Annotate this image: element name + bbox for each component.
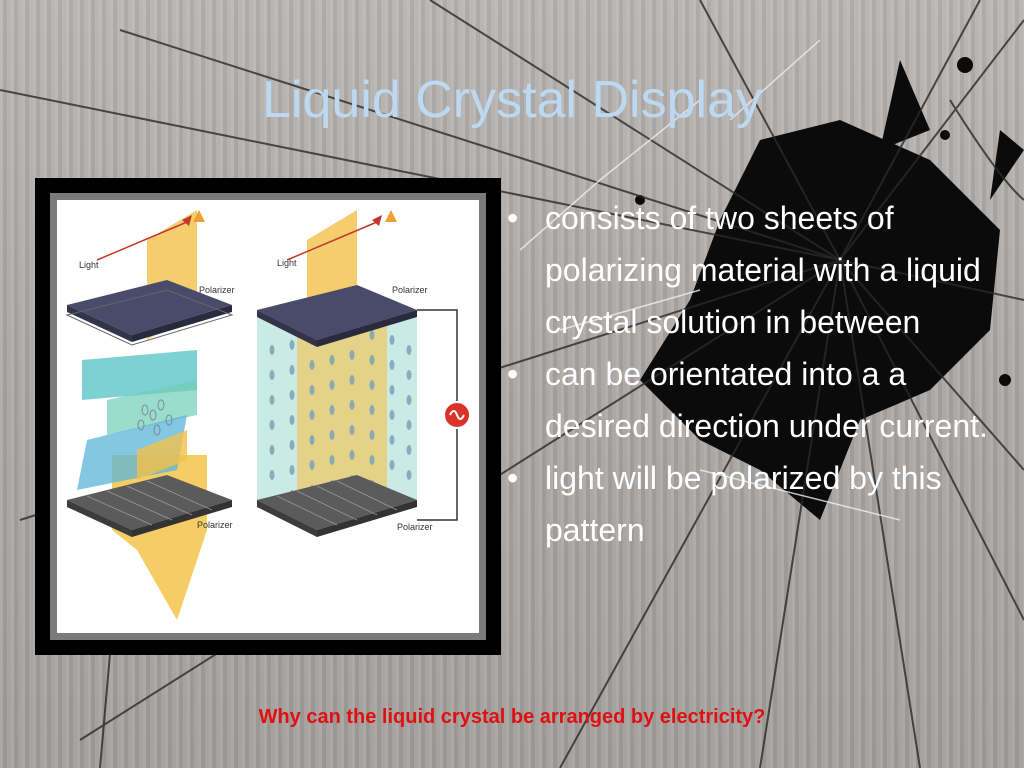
bullet-list: • consists of two sheets of polarizing m…: [503, 192, 1003, 556]
bullet-marker: •: [507, 460, 519, 496]
left-bottom-polarizer: [67, 475, 232, 530]
left-top-polarizer-label: Polarizer: [199, 285, 235, 295]
crystal-molecules: [269, 325, 412, 500]
right-bottom-polarizer: [257, 475, 417, 530]
bullet-text: consists of two sheets of polarizing mat…: [545, 200, 981, 340]
bullet-marker: •: [507, 356, 519, 392]
right-top-polarizer-label: Polarizer: [392, 285, 428, 295]
bullet-item: • consists of two sheets of polarizing m…: [503, 192, 1003, 348]
right-bottom-polarizer-label: Polarizer: [397, 522, 433, 532]
bullet-text: light will be polarized by this pattern: [545, 460, 942, 548]
slide-title: Liquid Crystal Display: [262, 71, 762, 129]
left-top-polarizer: [67, 280, 232, 335]
question-caption: Why can the liquid crystal be arranged b…: [258, 706, 766, 728]
right-light-label: Light: [277, 258, 297, 268]
right-top-polarizer: [257, 285, 417, 340]
bullet-item: • light will be polarized by this patter…: [503, 452, 1003, 556]
left-bottom-polarizer-label: Polarizer: [197, 520, 233, 530]
lcd-diagram-frame: Light Polarizer: [35, 178, 501, 655]
lcd-diagram-illustration: Light Polarizer: [65, 210, 471, 620]
left-light-label: Light: [79, 260, 99, 270]
bullet-item: • can be orientated into a a desired dir…: [503, 348, 1003, 452]
bullet-text: can be orientated into a a desired direc…: [545, 356, 988, 444]
lcd-diagram: Light Polarizer: [57, 200, 479, 633]
bullet-marker: •: [507, 200, 519, 236]
